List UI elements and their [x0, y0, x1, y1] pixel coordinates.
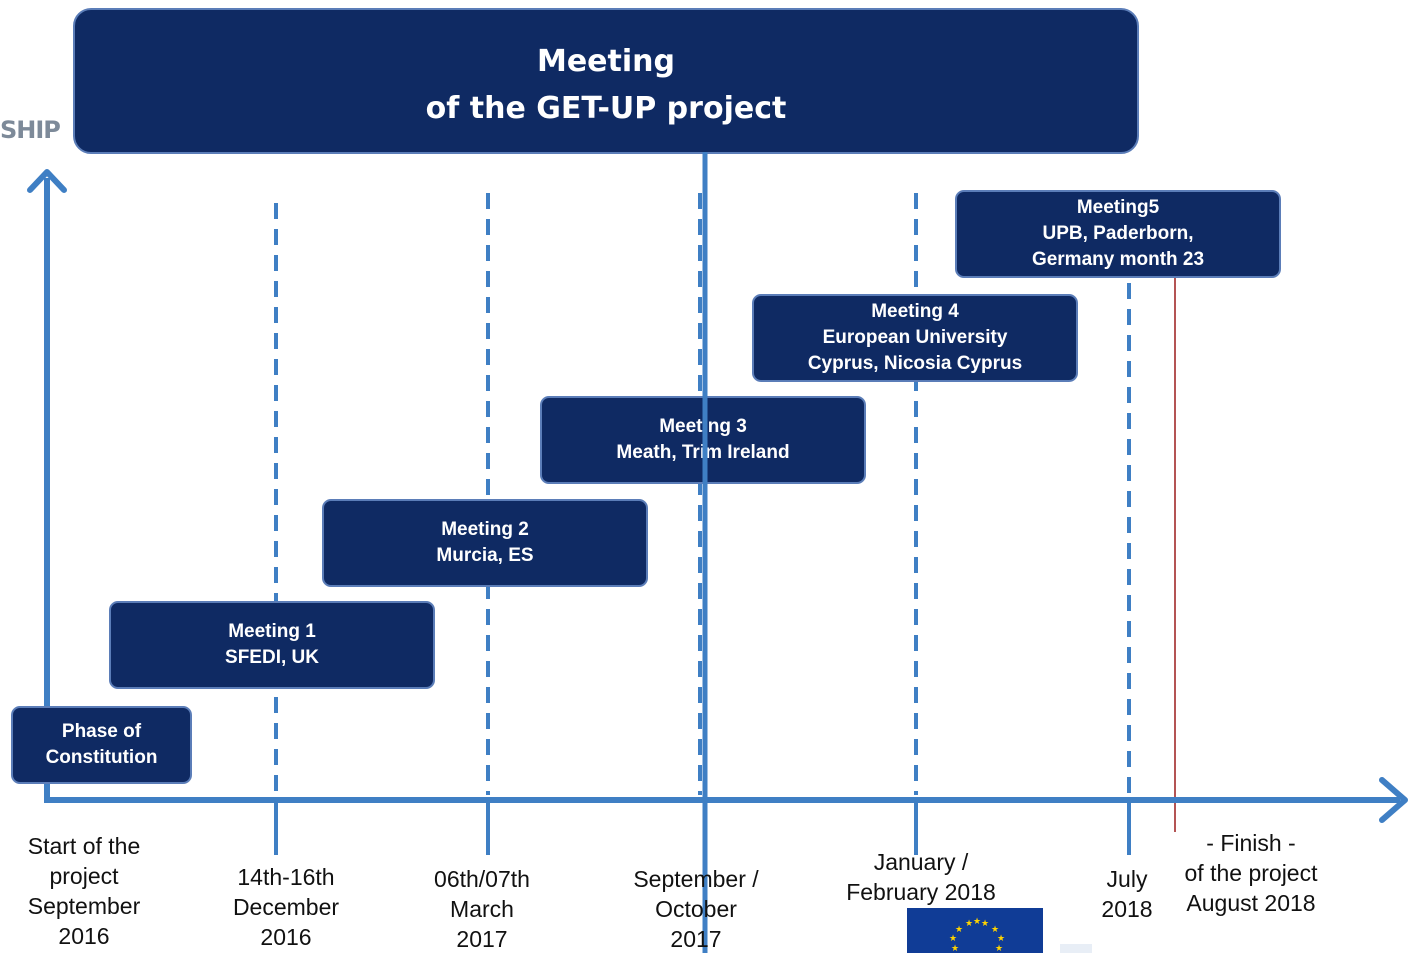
svg-text:★: ★	[997, 934, 1005, 944]
label-line: August 2018	[1186, 890, 1316, 916]
label-line: October	[655, 896, 737, 922]
meeting-1-box: Meeting 1 SFEDI, UK	[109, 601, 435, 689]
label-line: September	[27, 893, 141, 919]
label-line: 2017	[456, 926, 508, 952]
label-line: 2017	[670, 926, 722, 952]
meeting-label-line1: Phase of	[61, 721, 142, 742]
eu-flag-icon: ★ ★ ★ ★ ★ ★ ★ ★ ★	[907, 908, 1043, 953]
label-line: Start of the	[27, 833, 141, 859]
label-line: 06th/07th	[434, 866, 530, 892]
label-line: January /	[873, 849, 969, 875]
meeting-label-line2: European University	[822, 327, 1008, 348]
timeline-label-mar-2017: 06th/07th March 2017	[402, 864, 562, 954]
label-line: - Finish -	[1206, 830, 1296, 856]
svg-text:★: ★	[973, 917, 981, 927]
svg-text:★: ★	[955, 925, 963, 935]
meeting-label-line1: Meeting 1	[228, 621, 316, 642]
svg-text:★: ★	[965, 919, 973, 929]
meeting-label-line2: Murcia, ES	[436, 545, 534, 566]
timeline-label-dec-2016: 14th-16th December 2016	[206, 862, 366, 952]
title-line-1: Meeting	[536, 44, 675, 79]
label-line: September /	[633, 866, 759, 892]
timeline-label-jul-2018: July 2018	[1087, 864, 1167, 924]
title-line-2: of the GET-UP project	[425, 91, 787, 126]
label-line: 2018	[1101, 896, 1153, 922]
meeting-label-line3: Cyprus, Nicosia Cyprus	[807, 353, 1023, 374]
time-axis-arrowhead	[1379, 777, 1408, 823]
side-text-fragment: SHIP	[0, 116, 61, 144]
timeline-label-jan-2018: January / February 2018	[826, 847, 1016, 907]
svg-text:★: ★	[995, 944, 1003, 953]
meeting-label-line1: Meeting 4	[871, 301, 959, 322]
meeting-label-line2: UPB, Paderborn,	[1042, 223, 1194, 244]
svg-text:★: ★	[991, 925, 999, 935]
label-line: project	[49, 863, 119, 889]
phase-of-constitution-box: Phase of Constitution	[11, 706, 192, 784]
meeting-label-line3: Germany month 23	[1031, 249, 1205, 270]
timeline-label-start: Start of the project September 2016	[8, 831, 160, 951]
eu-stars: ★ ★ ★ ★ ★ ★ ★ ★ ★	[949, 917, 1005, 953]
timeline-label-sep-2017: September / October 2017	[606, 864, 786, 954]
meeting-label-line2: Constitution	[45, 747, 158, 768]
label-line: July	[1106, 866, 1148, 892]
eu-flag-side-tab	[1060, 944, 1092, 953]
meeting-4-box: Meeting 4 European University Cyprus, Ni…	[752, 294, 1078, 382]
meeting-label-line1: Meeting 2	[441, 519, 529, 540]
vertical-axis-arrowhead	[27, 169, 67, 193]
svg-text:★: ★	[951, 944, 959, 953]
label-line: December	[232, 894, 340, 920]
svg-text:★: ★	[949, 934, 957, 944]
meeting-label-line2: SFEDI, UK	[225, 647, 319, 668]
label-line: 2016	[260, 924, 312, 950]
label-line: February 2018	[846, 879, 996, 905]
meeting-5-box: Meeting5 UPB, Paderborn, Germany month 2…	[955, 190, 1281, 278]
label-line: 2016	[58, 923, 110, 949]
meeting-label-line1: Meeting5	[1076, 197, 1160, 218]
timeline-label-finish: - Finish - of the project August 2018	[1166, 828, 1336, 918]
meeting-2-box: Meeting 2 Murcia, ES	[322, 499, 648, 587]
label-line: of the project	[1184, 860, 1318, 886]
title-banner: Meeting of the GET-UP project	[73, 8, 1139, 154]
label-line: 14th-16th	[237, 864, 335, 890]
svg-text:★: ★	[981, 919, 989, 929]
label-line: March	[450, 896, 514, 922]
